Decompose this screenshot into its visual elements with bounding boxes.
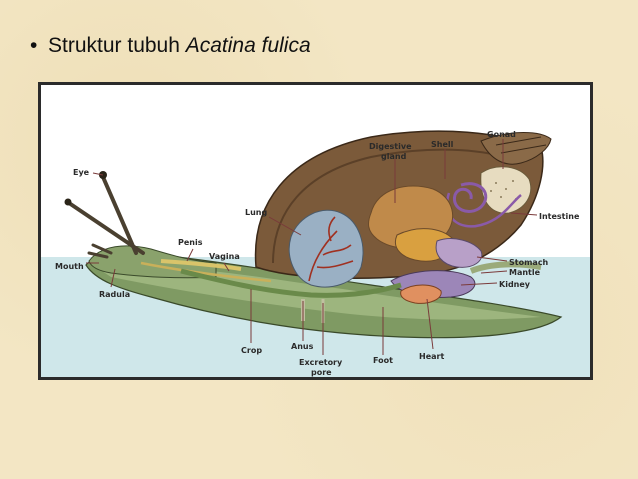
- label-gonad: Gonad: [487, 130, 516, 139]
- label-excretory-pore-2: pore: [311, 368, 332, 377]
- snail-anatomy-illustration: Eye Mouth Radula Penis Vagina Lung Crop …: [41, 85, 590, 377]
- label-digestive-gland-1: Digestive: [369, 142, 412, 151]
- crop: [180, 268, 402, 298]
- label-mantle: Mantle: [509, 268, 541, 277]
- label-penis: Penis: [178, 238, 203, 247]
- label-eye: Eye: [73, 168, 90, 177]
- label-digestive-gland-2: gland: [381, 152, 407, 161]
- label-vagina: Vagina: [209, 252, 240, 261]
- bullet-point: •: [30, 34, 38, 57]
- leader-lines: [86, 139, 538, 355]
- label-stomach: Stomach: [509, 258, 549, 267]
- label-crop: Crop: [241, 346, 262, 355]
- label-excretory-pore-1: Excretory: [299, 358, 343, 367]
- intestine: [452, 182, 488, 213]
- mantle: [469, 261, 542, 274]
- title-species-name: Acatina fulica: [185, 34, 311, 57]
- label-heart: Heart: [419, 352, 444, 361]
- label-shell: Shell: [431, 140, 454, 149]
- label-foot: Foot: [373, 356, 393, 365]
- label-radula: Radula: [99, 290, 130, 299]
- title-prefix: Struktur tubuh: [48, 34, 186, 57]
- snail-anatomy-diagram: Eye Mouth Radula Penis Vagina Lung Crop …: [38, 82, 593, 380]
- slide-title: • Struktur tubuh Acatina fulica: [30, 34, 311, 58]
- label-kidney: Kidney: [499, 280, 531, 289]
- label-anus: Anus: [291, 342, 314, 351]
- label-mouth: Mouth: [55, 262, 84, 271]
- lung: [288, 209, 364, 288]
- label-intestine: Intestine: [539, 212, 580, 221]
- label-lung: Lung: [245, 208, 267, 217]
- heart: [400, 284, 442, 304]
- stomach: [435, 238, 483, 268]
